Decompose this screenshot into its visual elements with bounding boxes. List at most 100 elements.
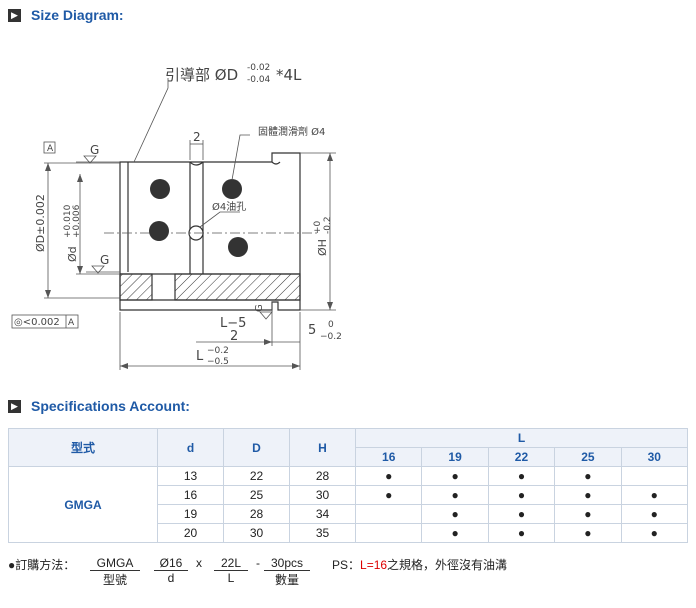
order-d-value: Ø16 <box>154 556 188 571</box>
table-row: 16 25 30 ● ● ● ● ● <box>9 485 689 505</box>
cell-D: 28 <box>223 504 290 524</box>
cell-H: 35 <box>289 523 356 543</box>
order-ps: PS：L=16之規格，外徑沒有油溝 <box>332 556 507 573</box>
solid-lubricant-dots <box>149 179 248 257</box>
g-low-label: G <box>254 304 265 312</box>
order-qty-value: 30pcs <box>264 556 310 571</box>
header-H: H <box>289 428 356 467</box>
order-qty-caption: 數量 <box>274 573 299 587</box>
cell-mark <box>620 466 689 486</box>
dim-D-label: ØD±0.002 <box>34 194 47 252</box>
dim-L-bot: −0.5 <box>207 357 229 367</box>
cell-mark <box>354 504 423 524</box>
header-L: L <box>355 428 688 448</box>
order-d-caption: d <box>167 571 175 585</box>
lead-tol-top: -0.02 <box>247 63 270 73</box>
cell-d: 13 <box>157 466 224 486</box>
header-L-19: 19 <box>421 447 489 467</box>
cell-d: 19 <box>157 504 224 524</box>
specifications-title: Specifications Account: <box>31 398 190 414</box>
dim-d-label: Ød <box>66 246 79 262</box>
dim-5-bot: −0.2 <box>320 332 342 342</box>
order-label: ●訂購方法： <box>8 558 76 572</box>
header-L-22: 22 <box>487 447 556 467</box>
dim-5-label: 5 <box>308 323 316 338</box>
cell-H: 34 <box>289 504 356 524</box>
cell-d: 16 <box>157 485 224 505</box>
order-x: x <box>196 556 202 570</box>
cell-mark: ● <box>487 523 556 543</box>
cell-H: 28 <box>289 466 356 486</box>
order-d: Ø16 d <box>154 556 188 585</box>
header-d: d <box>157 428 224 467</box>
solid-lubricant-label: 固體潤滑劑 Ø4 <box>258 125 325 138</box>
cell-D: 22 <box>223 466 290 486</box>
order-ps-highlight: L=16 <box>360 558 388 572</box>
header-L-25: 25 <box>554 447 622 467</box>
header-D: D <box>223 428 290 467</box>
specifications-table: 型式 d D H L 16 19 22 25 30 GMGA 13 22 28 … <box>8 428 689 543</box>
header-L-30: 30 <box>620 447 689 467</box>
size-diagram-heading: ▶ Size Diagram: <box>8 6 124 24</box>
model-cell: GMGA <box>8 466 158 543</box>
cell-mark: ● <box>620 504 689 524</box>
header-model: 型式 <box>8 428 158 467</box>
cell-mark: ● <box>354 485 423 505</box>
cell-H: 30 <box>289 485 356 505</box>
cell-mark: ● <box>554 504 622 524</box>
table-header-row: 型式 d D H L <box>8 428 688 467</box>
cell-mark: ● <box>421 504 489 524</box>
specifications-heading: ▶ Specifications Account: <box>8 397 190 415</box>
cell-mark: ● <box>421 523 489 543</box>
cell-mark: ● <box>620 485 689 505</box>
order-ps-prefix: PS： <box>332 558 361 572</box>
dim-H-tol-top: +0 <box>313 220 323 234</box>
cell-mark <box>354 523 423 543</box>
concentric-ref: A <box>68 318 75 328</box>
dim-L-label: L <box>196 349 204 364</box>
lead-label: 引導部 ØD <box>165 66 238 84</box>
dim-L-top: −0.2 <box>207 346 229 356</box>
cell-mark: ● <box>487 485 556 505</box>
dim-H-label: ØH <box>316 239 329 256</box>
cell-mark: ● <box>354 466 423 486</box>
order-model-caption: 型號 <box>102 573 127 587</box>
g-mid-label: G <box>100 253 109 267</box>
table-row: 19 28 34 ● ● ● ● <box>9 504 689 524</box>
table-L-subheader-row: 16 19 22 25 30 <box>9 447 689 467</box>
order-model-value: GMGA <box>90 556 140 571</box>
table-row: 20 30 35 ● ● ● ● <box>9 523 689 543</box>
arrow-right-icon: ▶ <box>8 8 21 22</box>
table-row: GMGA 13 22 28 ● ● ● ● <box>8 466 689 543</box>
lead-tol-bot: -0.04 <box>247 75 271 85</box>
lead-len: *4L <box>276 66 302 84</box>
cell-mark: ● <box>554 523 622 543</box>
order-qty: 30pcs 數量 <box>264 556 310 588</box>
order-L-value: 22L <box>214 556 248 571</box>
order-ps-rest: 之規格，外徑沒有油溝 <box>387 558 508 572</box>
cell-mark: ● <box>620 523 689 543</box>
cell-d: 20 <box>157 523 224 543</box>
cell-mark: ● <box>487 504 556 524</box>
concentric-label: ◎<0.002 <box>14 317 60 328</box>
half-L-label: L−5 <box>220 316 246 331</box>
order-L: 22L L <box>214 556 248 585</box>
dim-2-label: 2 <box>193 130 201 144</box>
datum-label: A <box>47 144 54 154</box>
oil-hole-label: Ø4油孔 <box>212 200 246 213</box>
dim-5-top: 0 <box>328 320 334 330</box>
size-diagram: 引導部 ØD -0.02 -0.04 *4L 固體潤滑劑 Ø4 Ø4油孔 A G… <box>11 63 342 370</box>
dim-d-tol-bot: +0.006 <box>72 204 82 238</box>
dim-H-tol-bot: -0.2 <box>323 216 333 234</box>
dim-d-tol-top: +0.010 <box>63 204 73 238</box>
size-diagram-title: Size Diagram: <box>31 7 124 23</box>
half-den-label: 2 <box>230 329 238 344</box>
header-L-16: 16 <box>354 447 423 467</box>
arrow-right-icon: ▶ <box>8 399 21 413</box>
order-dash: - <box>256 556 260 570</box>
cell-mark: ● <box>487 466 556 486</box>
g-top-label: G <box>90 143 99 157</box>
cell-D: 30 <box>223 523 290 543</box>
order-L-caption: L <box>227 571 235 585</box>
cell-mark: ● <box>421 485 489 505</box>
